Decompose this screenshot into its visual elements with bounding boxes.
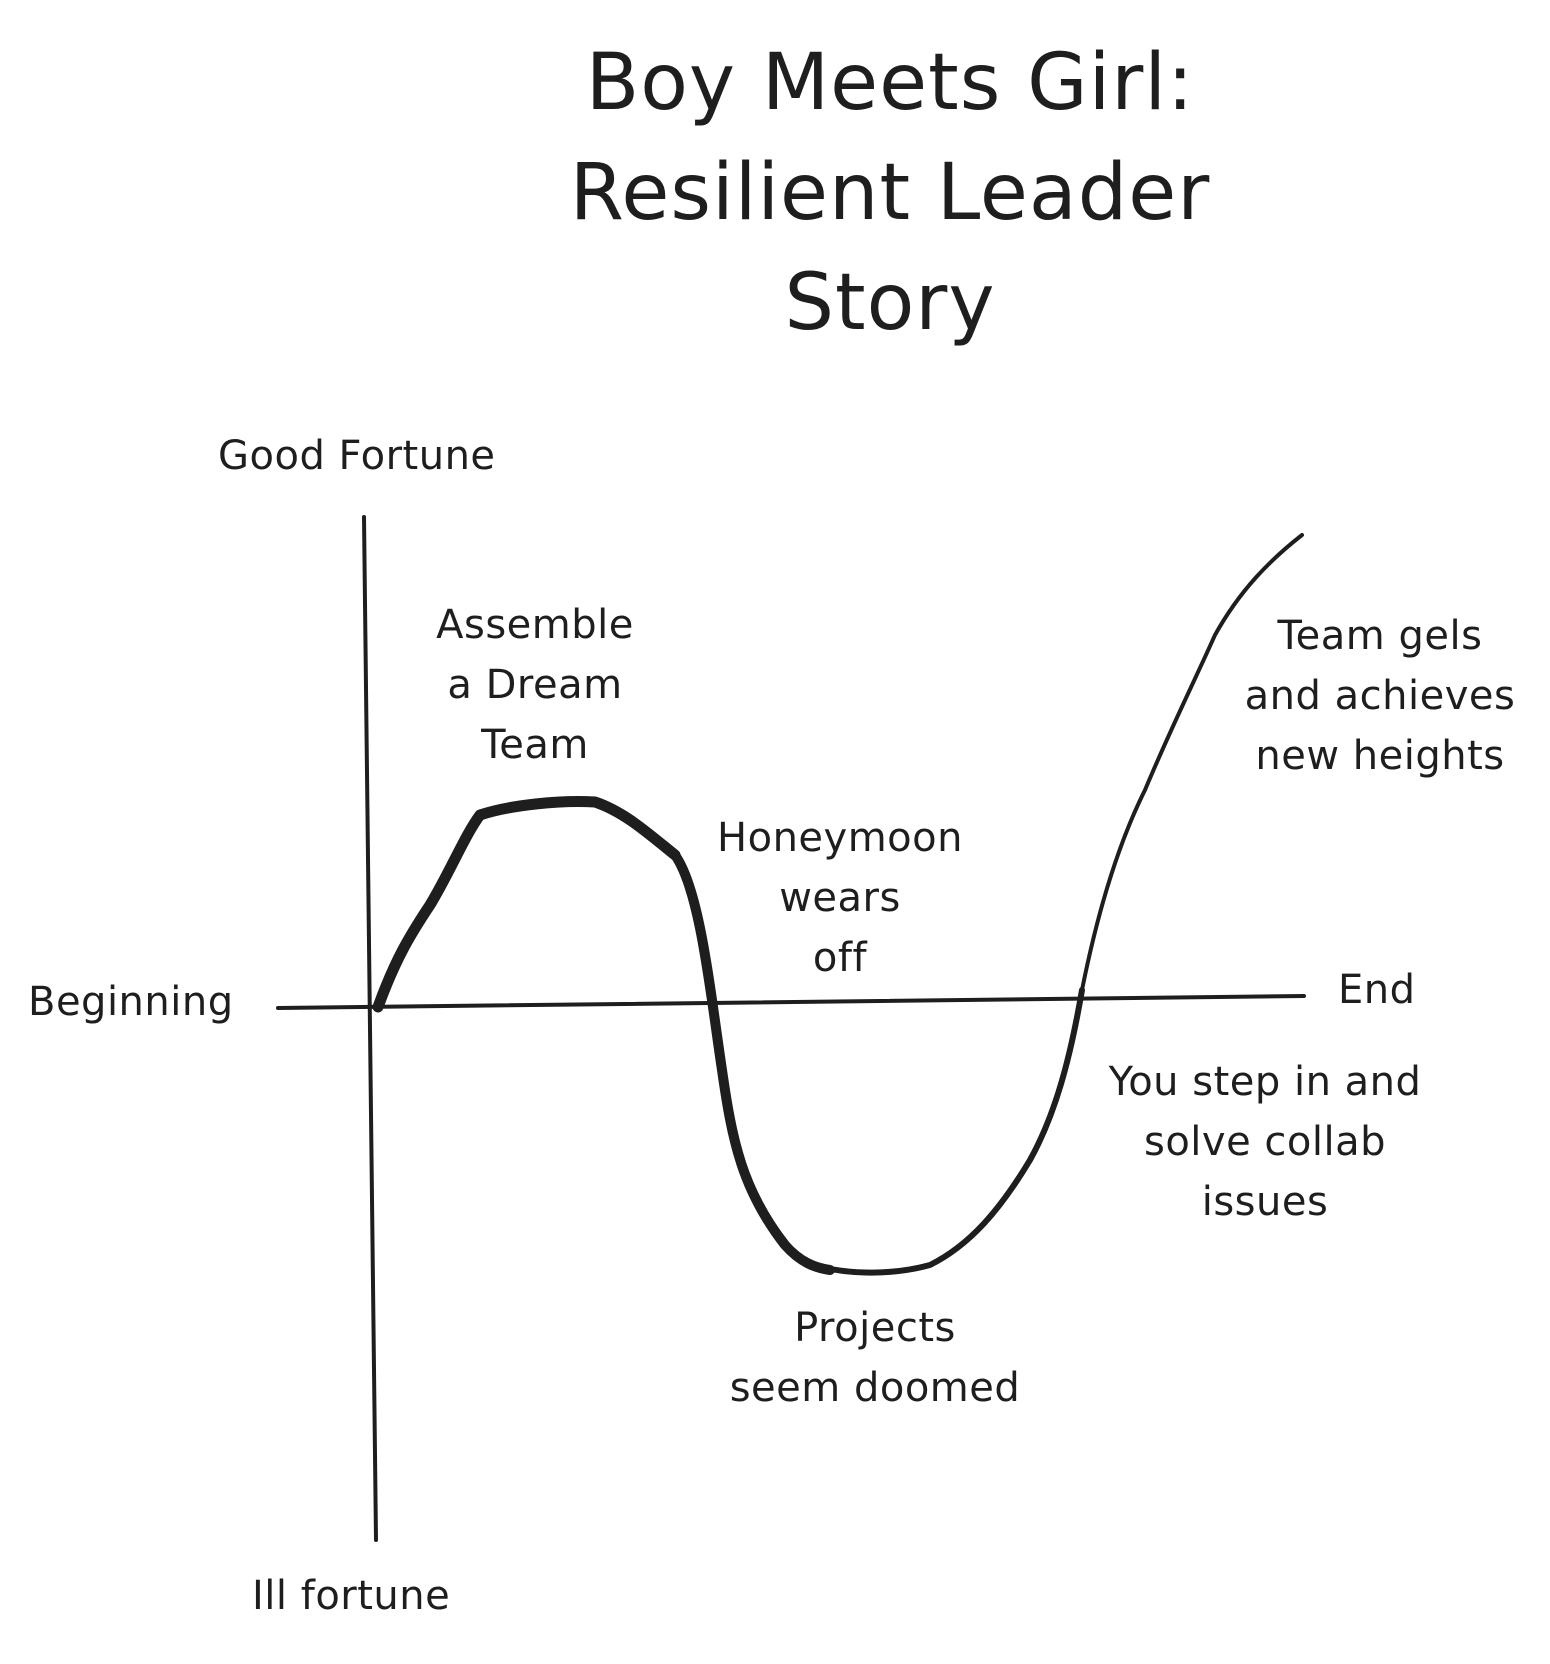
note-line: and achieves: [1244, 673, 1516, 719]
note-line: You step in and: [1108, 1059, 1422, 1105]
note-line: Projects: [794, 1305, 956, 1351]
honeymoon-wears-off-note: Honeymoon wears off: [705, 808, 975, 988]
end-label: End: [1338, 967, 1416, 1013]
projects-doomed-note: Projects seem doomed: [715, 1298, 1035, 1418]
diagram-title: Boy Meets Girl: Resilient Leader Story: [440, 28, 1340, 358]
time-axis: [276, 994, 1306, 1010]
note-line: off: [812, 935, 868, 981]
note-line: a Dream: [447, 662, 623, 708]
story-curve-fall: [670, 850, 835, 1275]
note-line: Assemble: [436, 602, 634, 648]
note-line: issues: [1201, 1179, 1329, 1225]
title-line: Resilient Leader: [569, 148, 1211, 238]
story-curve-climb: [1080, 533, 1304, 992]
good-fortune-label: Good Fortune: [218, 433, 496, 479]
story-curve-trough: [802, 987, 1085, 1276]
fortune-axis: [362, 515, 378, 1542]
note-line: Team gels: [1277, 613, 1483, 659]
note-line: new heights: [1255, 733, 1505, 779]
you-step-in-note: You step in and solve collab issues: [1075, 1052, 1455, 1232]
title-line: Story: [784, 258, 996, 348]
assemble-dream-team-note: Assemble a Dream Team: [415, 595, 655, 775]
team-gels-note: Team gels and achieves new heights: [1220, 606, 1540, 786]
note-line: solve collab: [1143, 1119, 1386, 1165]
story-curve-rise: [372, 796, 681, 1013]
beginning-label: Beginning: [28, 979, 234, 1025]
note-line: seem doomed: [729, 1365, 1021, 1411]
title-line: Boy Meets Girl:: [585, 38, 1195, 128]
note-line: wears: [779, 875, 901, 921]
note-line: Team: [481, 722, 589, 768]
ill-fortune-label: Ill fortune: [252, 1573, 451, 1619]
note-line: Honeymoon: [717, 815, 963, 861]
